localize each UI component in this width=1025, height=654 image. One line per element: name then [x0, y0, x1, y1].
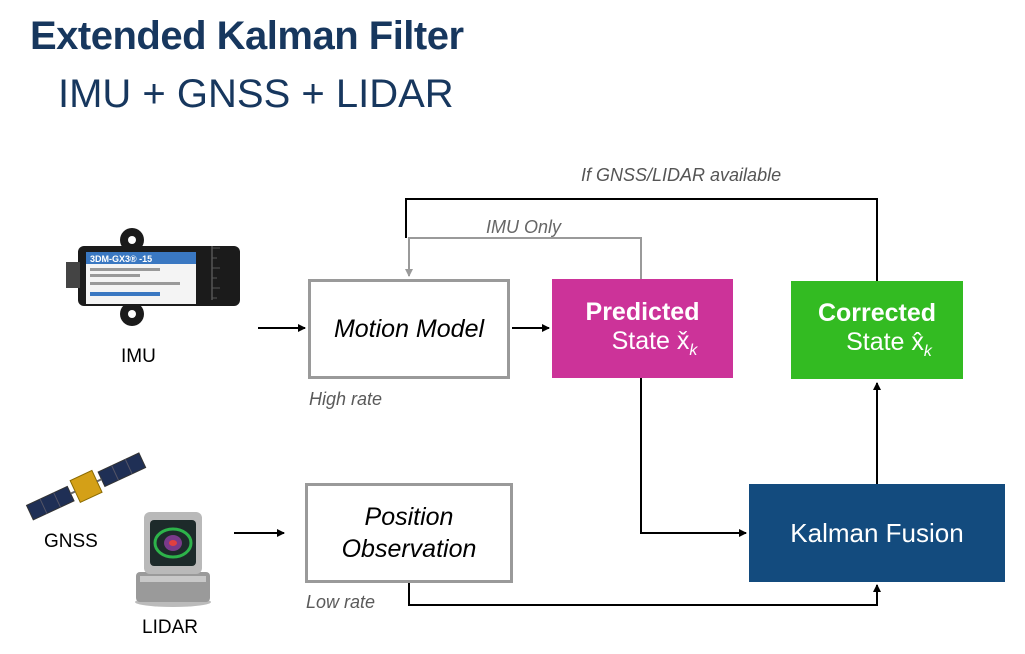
page-subtitle: IMU + GNSS + LIDAR: [58, 72, 454, 116]
loop-gnss-lidar: [405, 198, 878, 281]
position-label-line1: Position: [364, 502, 454, 531]
gnss-satellite-image: [25, 452, 147, 521]
label-gnss-lidar-available: If GNSS/LIDAR available: [581, 165, 782, 185]
position-label-line2: Observation: [341, 535, 477, 563]
arrow-predicted-to-fusion: [640, 378, 747, 537]
page-title: Extended Kalman Filter: [30, 14, 464, 58]
lidar-device-image: [135, 512, 211, 607]
corrected-title: Corrected: [817, 299, 937, 327]
label-imu-only: IMU Only: [486, 217, 562, 237]
motion-model-label: Motion Model: [333, 314, 485, 343]
kalman-fusion-block: Kalman Fusion: [749, 484, 1005, 582]
corrected-state-text: State x̂k: [846, 328, 932, 360]
position-observation-block: Position Observation: [305, 483, 513, 583]
gnss-label: GNSS: [44, 531, 98, 552]
imu-device-image: 3DM-GX3® -15: [66, 228, 240, 326]
arrow-position-to-fusion: [408, 583, 881, 606]
label-low-rate: Low rate: [306, 592, 376, 612]
predicted-state-block: Predicted State x̌k: [552, 279, 733, 378]
lidar-label: LIDAR: [142, 617, 198, 638]
imu-model-text: 3DM-GX3® -15: [90, 254, 152, 264]
corrected-state-block: Corrected State x̂k: [791, 281, 963, 379]
motion-model-block: Motion Model: [308, 279, 510, 379]
loop-imu-only: [405, 237, 642, 279]
predicted-state-text: State x̌k: [611, 326, 698, 359]
imu-label: IMU: [121, 346, 156, 367]
label-high-rate: High rate: [309, 389, 383, 409]
kalman-fusion-label: Kalman Fusion: [790, 517, 964, 548]
predicted-title: Predicted: [585, 297, 700, 326]
